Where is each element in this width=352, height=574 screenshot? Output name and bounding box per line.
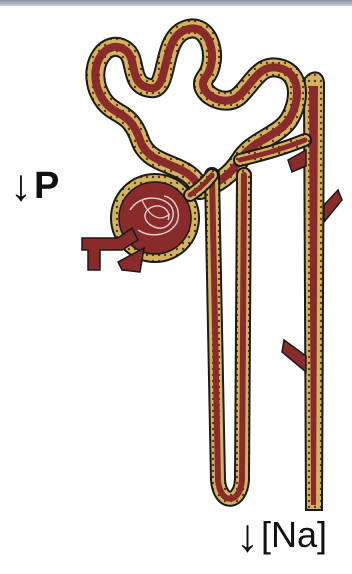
pressure-text: P bbox=[34, 165, 59, 208]
down-arrow-icon: ↓ bbox=[10, 164, 32, 208]
convoluted-tubules bbox=[95, 28, 305, 190]
sodium-label: ↓ [Na] bbox=[236, 512, 327, 558]
pressure-label: ↓ P bbox=[10, 164, 59, 208]
loop-of-henle bbox=[212, 175, 244, 499]
down-arrow-icon: ↓ bbox=[236, 512, 259, 558]
sodium-text: [Na] bbox=[261, 514, 327, 556]
